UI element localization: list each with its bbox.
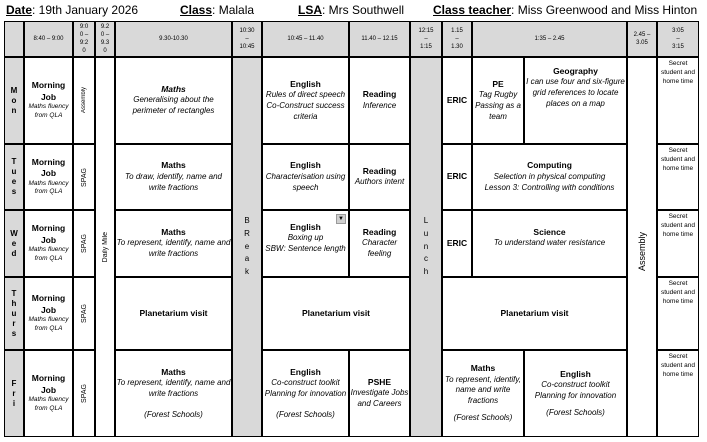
time-header-cell: 9.30-10.30: [115, 21, 232, 57]
spag-cell: SPAG: [73, 144, 95, 210]
planetarium-cell[interactable]: Planetarium visit: [262, 277, 410, 350]
day-label-monday: M o n: [4, 57, 24, 144]
lsa-field: LSA: Mrs Southwell: [298, 3, 405, 17]
day-label-wednesday: W e d: [4, 210, 24, 277]
eric-cell[interactable]: ERIC: [442, 144, 472, 210]
time-header-cell: 9.2 0 – 9.3 0: [95, 21, 115, 57]
time-header-cell: 12:15 – 1:15: [410, 21, 442, 57]
assembly-cell: Assembly: [73, 57, 95, 144]
home-time-cell: Secret student and home time: [657, 144, 699, 210]
planetarium-cell[interactable]: Planetarium visit: [442, 277, 627, 350]
spag-cell: SPAG: [73, 350, 95, 437]
dropdown-arrow-icon[interactable]: ▼: [336, 214, 346, 224]
time-header-cell: 1:35 – 2.45: [472, 21, 627, 57]
daily-mile-cell: Daily Mile: [95, 57, 115, 437]
spag-cell: SPAG: [73, 277, 95, 350]
eric-cell[interactable]: ERIC: [442, 210, 472, 277]
time-header-cell: 3:05 – 3:15: [657, 21, 699, 57]
afternoon-assembly-cell: Assembly: [627, 57, 657, 437]
spag-cell: SPAG: [73, 210, 95, 277]
time-header-cell: 1.15 – 1.30: [442, 21, 472, 57]
timetable-header: Date: 19th January 2026 Class: Malala LS…: [0, 0, 707, 19]
time-header-cell: 10:45 – 11.40: [262, 21, 349, 57]
home-time-cell: Secret student and home time: [657, 277, 699, 350]
day-label-tuesday: T u e s: [4, 144, 24, 210]
home-time-cell: Secret student and home time: [657, 210, 699, 277]
class-field: Class: Malala: [180, 3, 255, 17]
break-cell: B R e a k: [232, 57, 262, 437]
time-header-cell: 10:30 – 10:45: [232, 21, 262, 57]
time-header-cell: 2.45 – 3.05: [627, 21, 657, 57]
home-time-cell: Secret student and home time: [657, 57, 699, 144]
planetarium-cell[interactable]: Planetarium visit: [115, 277, 232, 350]
corner-cell: [4, 21, 24, 57]
time-header-cell: 11.40 – 12.15: [349, 21, 410, 57]
day-label-thursday: T h u r s: [4, 277, 24, 350]
day-label-friday: F r i: [4, 350, 24, 437]
home-time-cell: Secret student and home time: [657, 350, 699, 437]
time-header-cell: 8:40 – 9:00: [24, 21, 73, 57]
eric-cell[interactable]: ERIC: [442, 57, 472, 144]
time-header-cell: 9:0 0 – 9:2 0: [73, 21, 95, 57]
class-teacher-field: Class teacher: Miss Greenwood and Miss H…: [433, 3, 698, 17]
date-field: Date: 19th January 2026: [6, 3, 139, 17]
lunch-cell: L u n c h: [410, 57, 442, 437]
